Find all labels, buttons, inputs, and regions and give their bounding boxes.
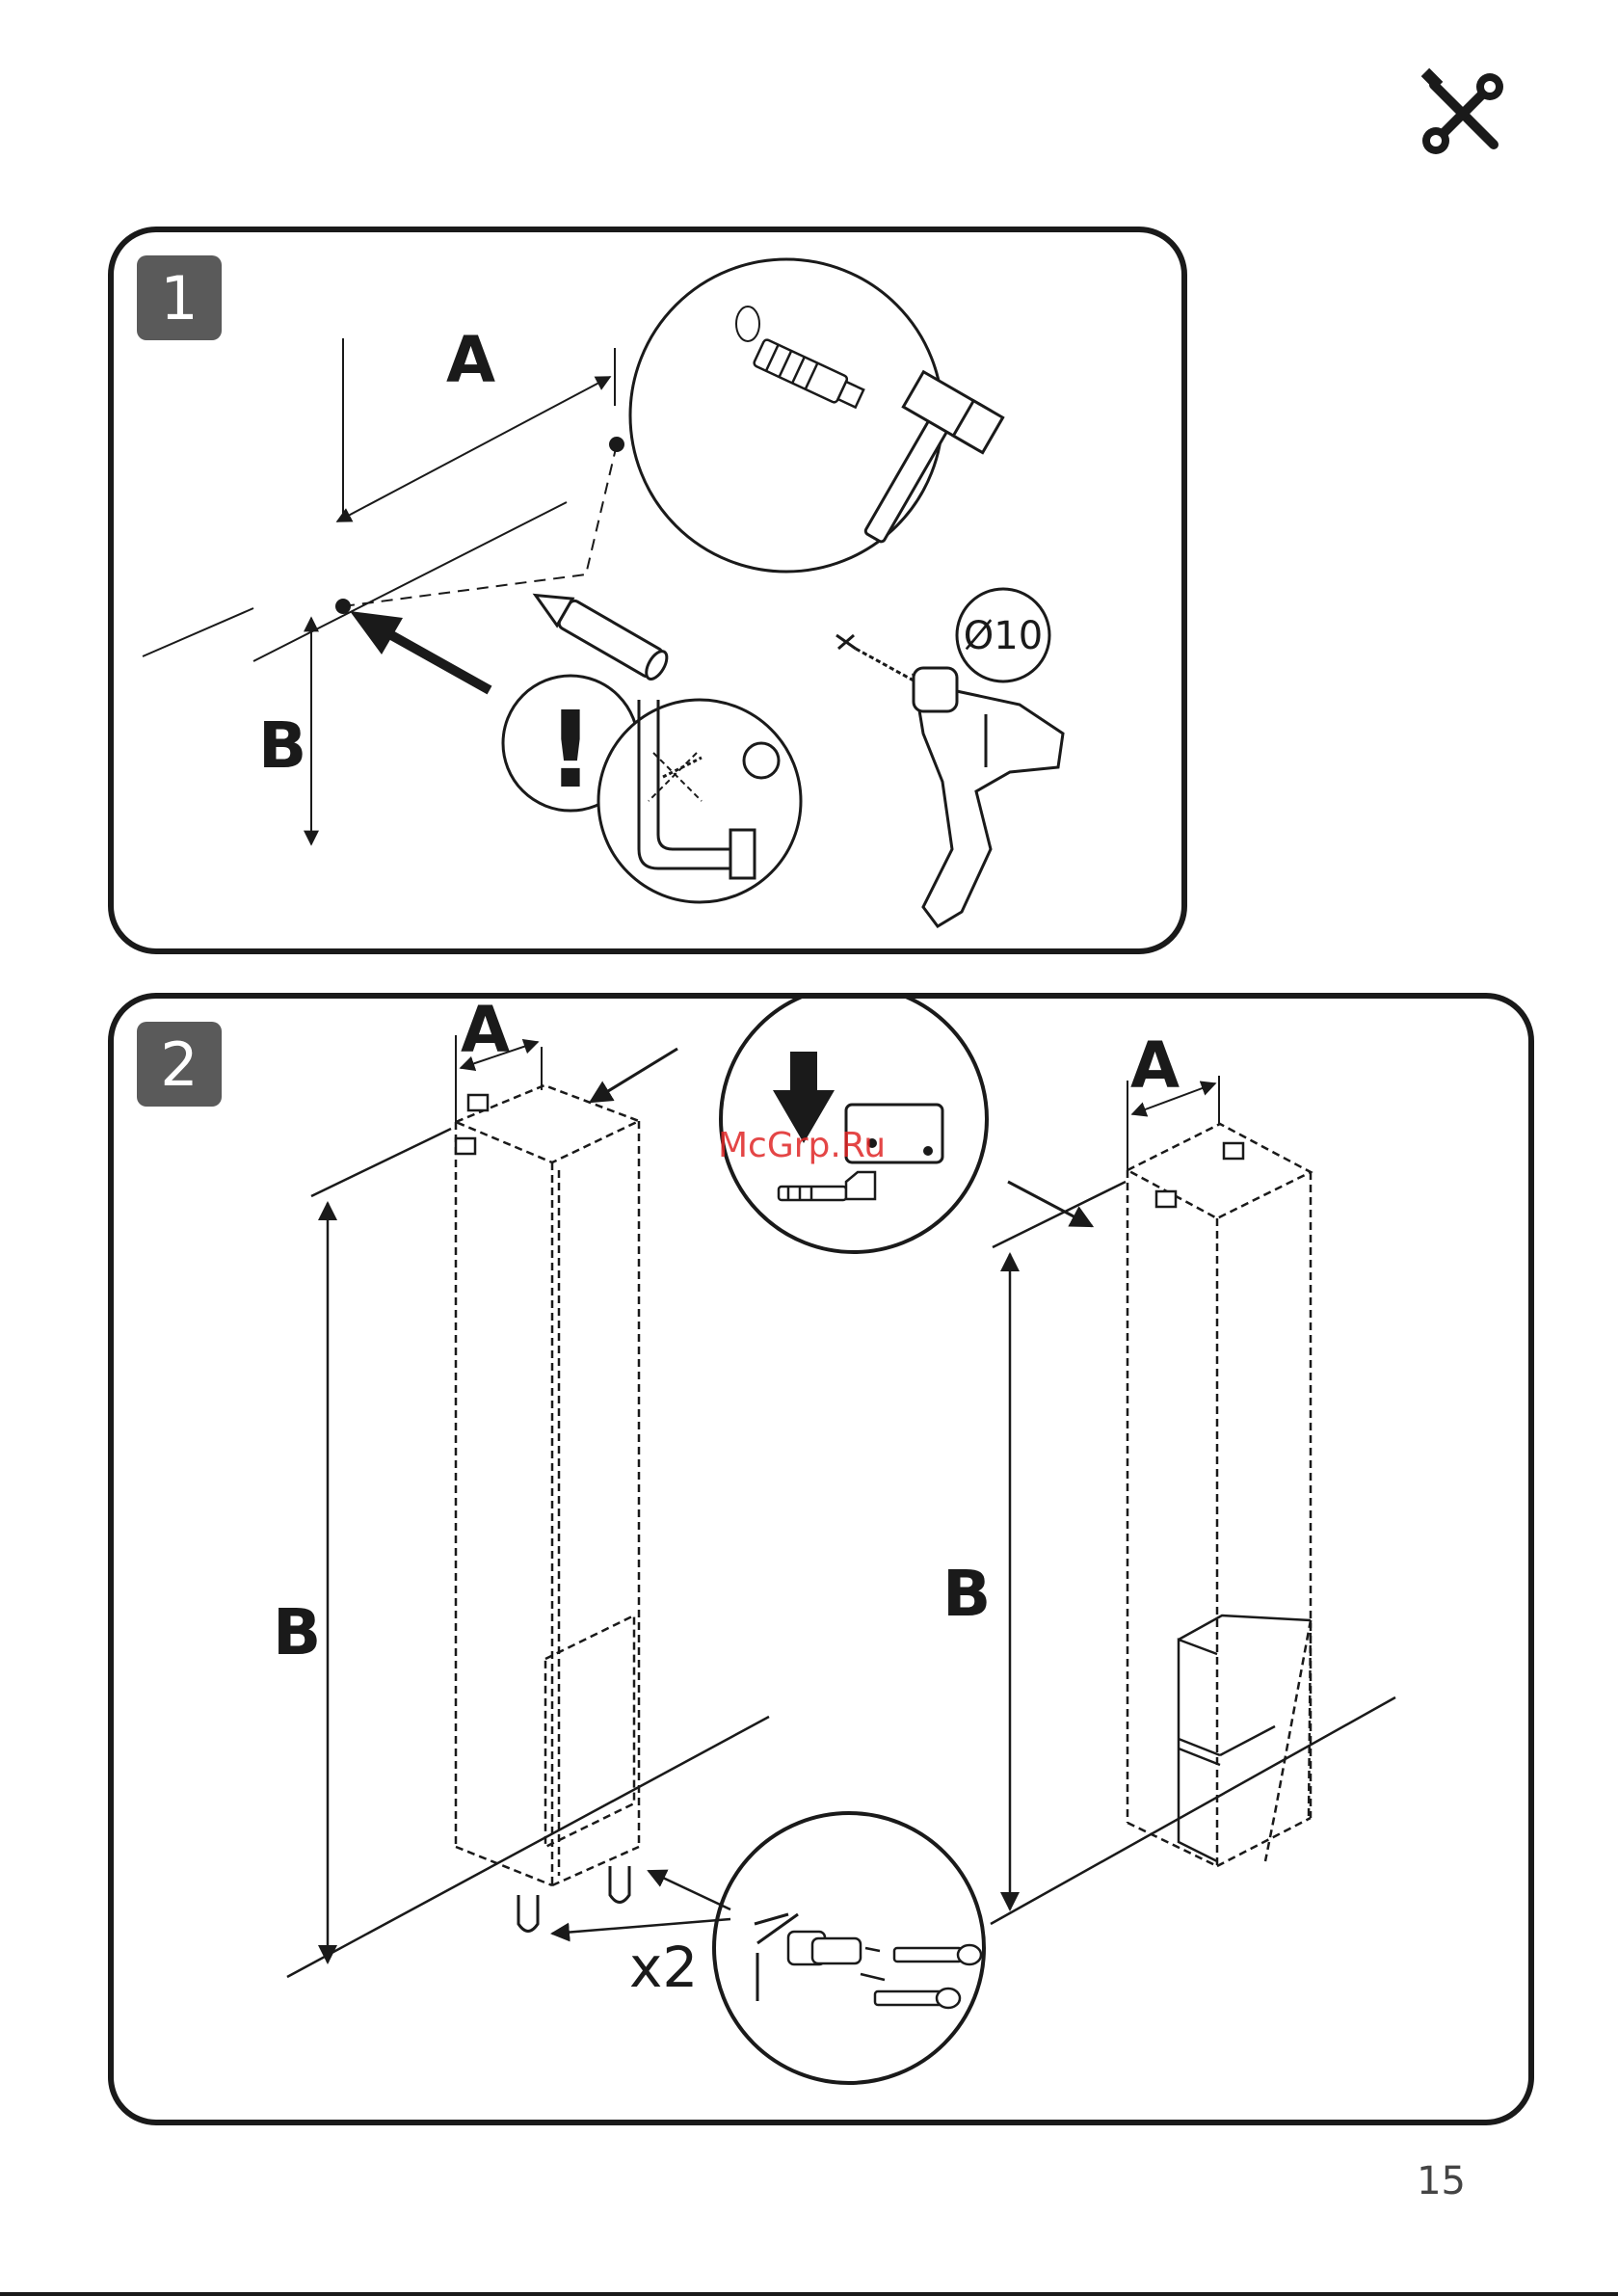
step-2-right-dim-a-label: A [1130, 1028, 1180, 1103]
bottom-rule [0, 2292, 1618, 2296]
step-2-right-dim-b-label: B [942, 1557, 991, 1631]
warning-symbol: ! [546, 688, 595, 812]
drill-size-label: Ø10 [964, 614, 1043, 658]
step-1-dim-b-label: B [258, 708, 306, 783]
step-2-left-dim-a-label: A [461, 999, 510, 1067]
step-2-left-dim-b-label: B [273, 1595, 321, 1669]
step-1-dim-a-label: A [446, 323, 495, 397]
watermark: McGrp.Ru [718, 1126, 886, 1165]
quantity-label: x2 [629, 1935, 698, 2000]
step-1-illustration: A B ! [114, 232, 1181, 948]
page-number: 15 [1417, 2159, 1466, 2203]
step-1-panel: 1 A B ! [108, 227, 1187, 954]
tools-icon [1415, 66, 1511, 162]
step-2-illustration: A B [114, 999, 1528, 2120]
